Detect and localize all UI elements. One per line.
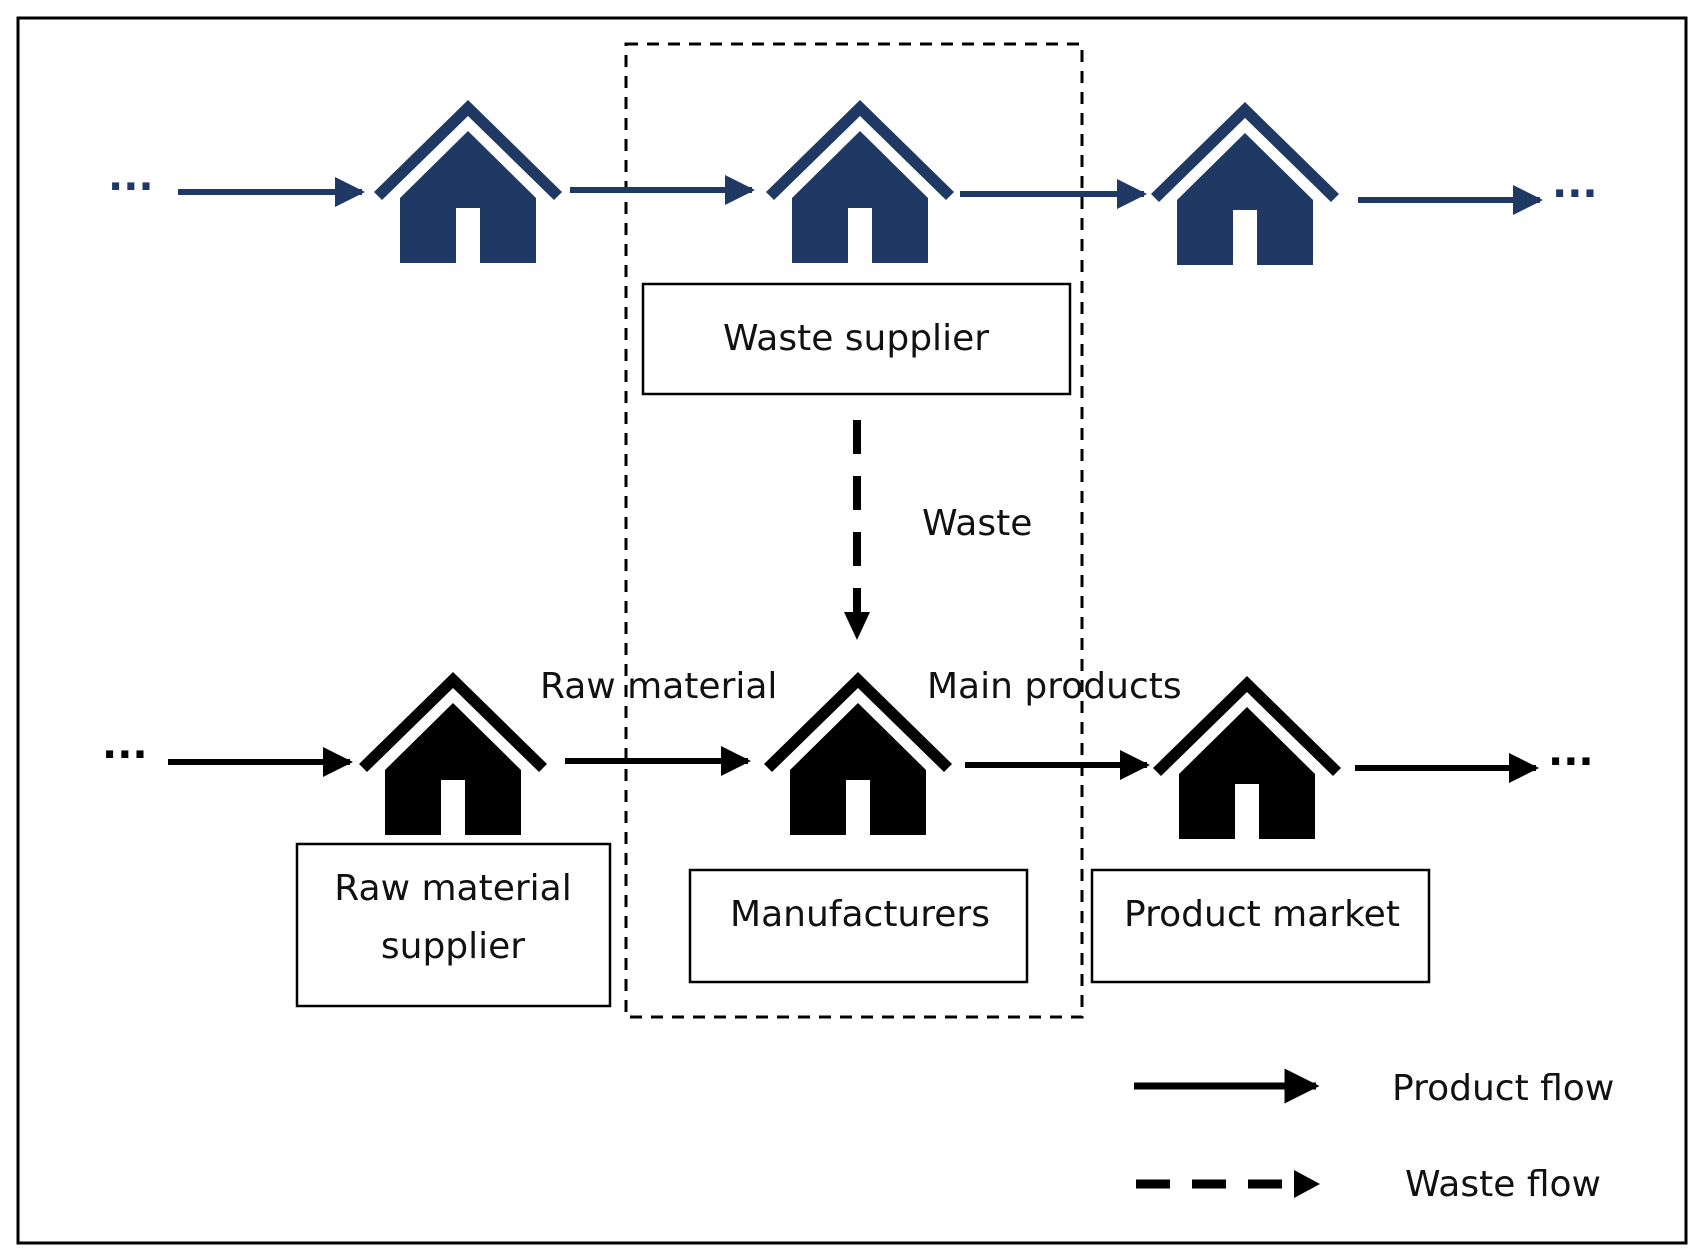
house-icon xyxy=(1153,676,1341,839)
edge-label-main-products: Main products xyxy=(927,666,1182,707)
waste-arrowhead xyxy=(844,612,870,640)
house-icon xyxy=(764,672,952,835)
top-ellipsis-left: ··· xyxy=(108,164,154,210)
raw-material-supplier-line1: Raw material xyxy=(334,868,571,909)
outer-frame xyxy=(16,16,1688,1245)
edge-label-raw-material: Raw material xyxy=(540,666,777,707)
product-market-box xyxy=(1090,868,1431,984)
waste-supplier-label: Waste supplier xyxy=(723,318,989,359)
legend-waste-flow-label: Waste flow xyxy=(1405,1164,1601,1205)
bottom-ellipsis-right: ··· xyxy=(1548,739,1594,785)
legend-product-flow-label: Product flow xyxy=(1392,1068,1614,1109)
waste-supplier-box xyxy=(641,282,1072,396)
waste-label: Waste xyxy=(922,503,1032,544)
house-icon xyxy=(1151,102,1339,265)
house-icon xyxy=(374,100,562,263)
house-icon xyxy=(766,100,954,263)
raw-material-supplier-line2: supplier xyxy=(381,926,525,967)
bottom-ellipsis-left: ··· xyxy=(102,732,148,778)
manufacturers-box xyxy=(688,868,1029,984)
raw-material-supplier-box xyxy=(295,842,612,1008)
top-ellipsis-right: ··· xyxy=(1552,171,1598,217)
product-market-label: Product market xyxy=(1124,894,1400,935)
legend-waste-arrowhead xyxy=(1294,1170,1320,1198)
manufacturers-label: Manufacturers xyxy=(730,894,990,935)
house-icon xyxy=(359,672,547,835)
